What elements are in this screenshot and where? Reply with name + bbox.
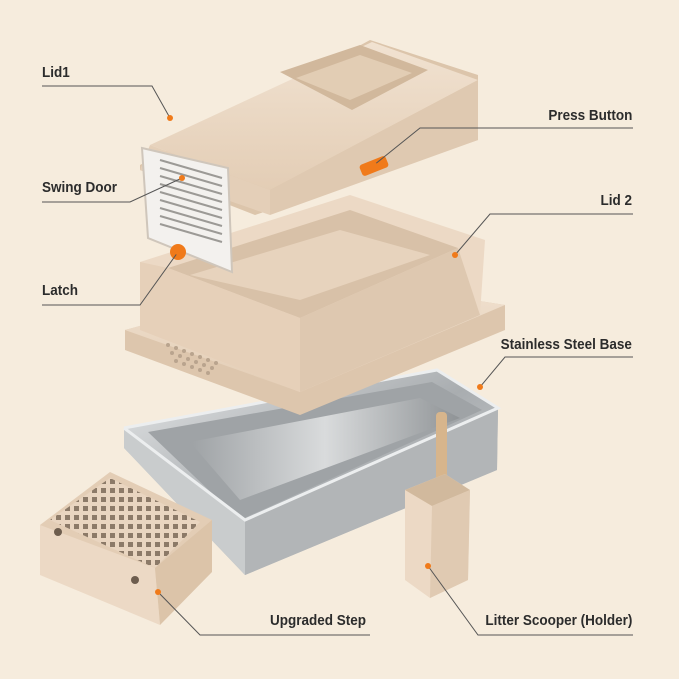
label-upgraded-step: Upgraded Step (270, 612, 367, 629)
label-lid2: Lid 2 (600, 192, 632, 209)
label-swing-door: Swing Door (42, 179, 117, 196)
leader-lid1 (42, 85, 171, 119)
stainless-steel-base (123, 368, 502, 575)
label-lid1: Lid1 (42, 64, 70, 81)
label-press-button: Press Button (547, 107, 632, 124)
leader-steel-base (479, 356, 633, 388)
leader-press-button (373, 127, 633, 166)
leader-swing-door (42, 177, 183, 203)
marker-dots (155, 115, 483, 595)
label-litter-scooper: Litter Scooper (Holder) (484, 612, 632, 629)
litter-scooper-holder (405, 412, 470, 598)
leader-litter-scooper (427, 565, 633, 636)
leader-lines (42, 85, 633, 636)
lid-2 (125, 195, 505, 415)
upgraded-step (40, 472, 212, 625)
leader-lid2 (454, 213, 633, 256)
swing-door (140, 146, 234, 274)
leader-upgraded-step (157, 591, 370, 636)
leader-latch (42, 251, 179, 306)
label-latch: Latch (42, 282, 79, 299)
label-stainless-steel-base: Stainless Steel Base (500, 336, 632, 353)
